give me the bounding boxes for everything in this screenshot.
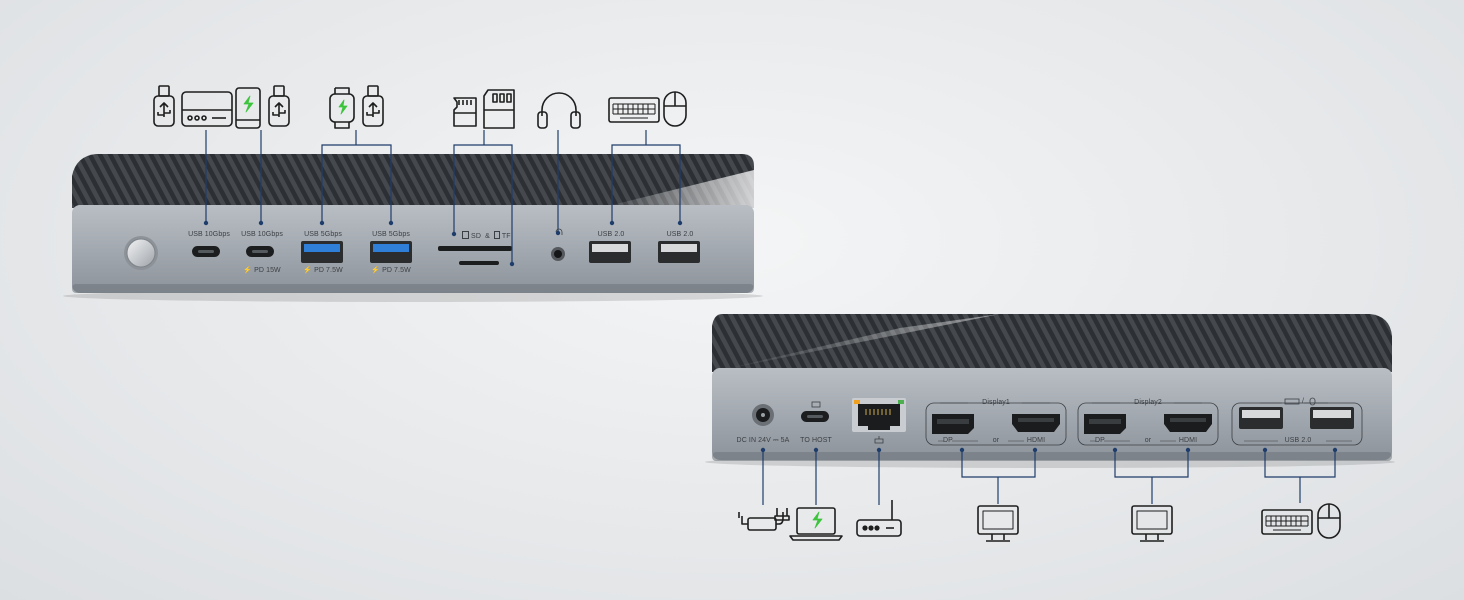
- mouse-icon: [1317, 503, 1341, 539]
- hdmi-2-label: HDMI: [1178, 437, 1198, 444]
- display1-title: Display1: [982, 399, 1010, 406]
- or-2-label: or: [1144, 437, 1152, 444]
- front-connector-dots: [203, 220, 683, 267]
- mouse-icon: [663, 91, 687, 127]
- ethernet-port[interactable]: [852, 398, 906, 432]
- pd-15w-label: ⚡ PD 15W: [243, 267, 281, 274]
- smartwatch-icon: [329, 87, 355, 129]
- front-dock: [63, 154, 763, 302]
- dp-1-label: DP: [943, 437, 953, 444]
- usb-2-1-label: USB 2.0: [597, 231, 625, 238]
- bolt-icon: ⚡: [303, 267, 313, 274]
- usb-drive-icon: [268, 85, 290, 127]
- to-host-label: TO HOST: [800, 437, 832, 444]
- back-dock: [705, 314, 1395, 468]
- usb-a-5gbps-port-2[interactable]: [370, 241, 412, 263]
- router-icon: [856, 500, 902, 537]
- usb-2-slash-label: /: [1301, 398, 1305, 405]
- laptop-mini-icon: [811, 401, 821, 408]
- usb-drive-icon: [153, 85, 175, 127]
- usb-c-2-label: USB 10Gbps: [241, 231, 283, 238]
- usb-a-2-port-2[interactable]: [658, 241, 700, 263]
- usb-a-5gbps-port-1[interactable]: [301, 241, 343, 263]
- monitor-icon: [1131, 505, 1173, 542]
- sd-card-slot[interactable]: [438, 246, 512, 251]
- sd-card-icon: [483, 89, 515, 129]
- hdmi-1-label: HDMI: [1026, 437, 1046, 444]
- usb-2-2-label: USB 2.0: [666, 231, 694, 238]
- or-1-label: or: [992, 437, 1000, 444]
- headphone-mini-icon: [555, 228, 563, 235]
- card-slot-label: SD & TF: [462, 231, 511, 240]
- usb-drive-icon: [362, 85, 384, 127]
- displayport-1[interactable]: [932, 414, 974, 434]
- pd-7-5w-label-1: ⚡ PD 7.5W: [303, 267, 343, 274]
- front-connector-lines: [205, 130, 681, 264]
- pd-7-5w-label-2: ⚡ PD 7.5W: [371, 267, 411, 274]
- usb-c-1-label: USB 10Gbps: [188, 231, 230, 238]
- usb-2-back-label: USB 2.0: [1284, 437, 1312, 444]
- hard-drive-icon: [181, 91, 233, 127]
- usb-a-2-back-port-2[interactable]: [1310, 407, 1354, 429]
- keyboard-mini-icon: [1284, 398, 1300, 405]
- tf-card-slot[interactable]: [459, 261, 499, 265]
- hdmi-port-2[interactable]: [1164, 414, 1212, 432]
- power-adapter-icon: [738, 508, 790, 531]
- dc-in-port[interactable]: [752, 404, 774, 426]
- microsd-card-icon: [453, 97, 477, 127]
- network-mini-icon: [874, 436, 884, 444]
- headphones-icon: [537, 92, 581, 129]
- hdmi-port-1[interactable]: [1012, 414, 1060, 432]
- keyboard-icon: [1261, 509, 1313, 535]
- keyboard-icon: [608, 97, 660, 123]
- usb-c-port-1[interactable]: [192, 246, 220, 257]
- display2-title: Display2: [1134, 399, 1162, 406]
- bolt-icon: ⚡: [243, 267, 253, 274]
- audio-jack[interactable]: [551, 247, 565, 261]
- bolt-icon: ⚡: [371, 267, 381, 274]
- usb-a-2-back-port-1[interactable]: [1239, 407, 1283, 429]
- usb-c-host-port[interactable]: [801, 411, 829, 422]
- mouse-mini-icon: [1309, 397, 1316, 406]
- monitor-icon: [977, 505, 1019, 542]
- power-button[interactable]: [124, 236, 158, 270]
- phone-charging-icon: [235, 87, 261, 129]
- usb-c-port-2[interactable]: [246, 246, 274, 257]
- back-connector-lines: [762, 450, 1336, 505]
- sd-mini-icon: [462, 231, 469, 239]
- usb-a-5gbps-1-label: USB 5Gbps: [304, 231, 342, 238]
- tf-mini-icon: [493, 231, 500, 239]
- dc-in-label: DC IN 24V ⎓ 5A: [736, 437, 790, 444]
- laptop-charging-icon: [789, 507, 843, 541]
- dp-2-label: DP: [1095, 437, 1105, 444]
- usb-a-5gbps-2-label: USB 5Gbps: [372, 231, 410, 238]
- usb-a-2-port-1[interactable]: [589, 241, 631, 263]
- displayport-2[interactable]: [1084, 414, 1126, 434]
